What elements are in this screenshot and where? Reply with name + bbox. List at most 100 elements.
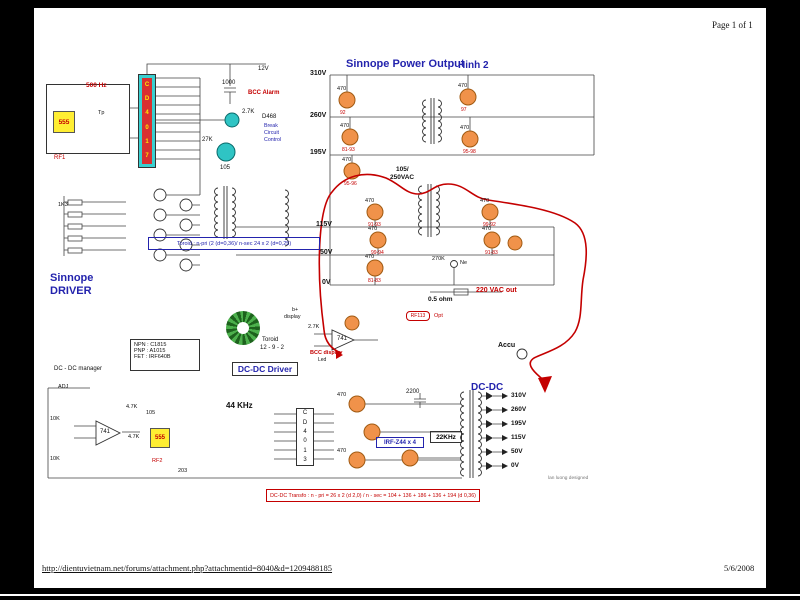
mains-label-1: 105/ [396,166,409,173]
rail-50v: 50V [320,249,333,256]
r470-label: 470 [337,86,347,92]
break-control-transistors [216,112,240,162]
rectifier-diodes [486,392,508,470]
figure-label: Hinh 2 [458,60,489,71]
cd4017-letter: D [144,96,150,103]
mains-label-2: 250VAC [390,174,415,181]
r1k3-label: 1K3 [58,202,68,208]
cd4013-letter: 0 [303,438,307,445]
neon-lamp [450,260,528,360]
cd4017-chip: C D 4 0 1 7 [138,74,156,168]
cd4017-letter: 0 [145,124,149,131]
accu-label: Accu [498,342,516,349]
transfo-note-box: DC-DC Transfo : n - pri = 26 x 2 (d 2,0)… [266,489,480,502]
power-section-title: Sinnope Power Output [346,58,465,70]
rf113-label: RF113 [410,313,426,319]
r4k7-label: 4.7K [128,434,140,440]
bplus-display-1: b+ [292,307,299,313]
toroid-note: Toroid : n-pri (2 (d=0,36)/ n-sec 24 x 2… [176,240,292,247]
out-260v: 260V [511,406,527,413]
oscillator-box [46,84,130,154]
tp-label: Tp [98,110,105,116]
out-195v: 195V [511,420,527,427]
fet-code: 99-92 [483,222,496,228]
rail-0v: 0V [322,279,331,286]
toroid-note-box: Toroid : n-pri (2 (d=0,36)/ n-sec 24 x 2… [148,237,320,250]
led-triangle [336,351,343,359]
driver-title-line1: Sinnope [50,272,94,284]
out-310v: 310V [511,392,527,399]
r10k-label: 10K [50,416,60,422]
note-fet: FET : IRF640B [134,354,171,361]
r4k7-label: 4.7K [126,404,138,410]
neon-resistor-label: 270K [432,256,445,262]
transformer-coils [214,98,482,478]
v12-label: 12V [258,66,269,72]
transfo-note: DC-DC Transfo : n - pri = 26 x 2 (d 2,0)… [270,492,476,499]
r470-label: 470 [480,198,490,204]
out-50v: 50V [511,448,523,455]
fet-code: 91-93 [368,222,381,228]
r2k7-mid-label: 2.7K [308,324,320,330]
vac-out-label: 220 VAC out [476,287,517,294]
rail-310v: 310V [310,70,327,77]
adj-label: ADJ [58,384,69,390]
parts-notes-box: NPN : C1815 PNP : A1015 FET : IRF640B [130,339,200,371]
toroid-image [226,311,260,345]
out-115v: 115V [511,434,526,441]
r470-label: 470 [482,226,492,232]
dcdc-section-title: DC-DC [471,382,504,393]
toroid-word: Toroid [262,337,279,343]
rf2-label: RF2 [152,458,163,464]
led-label: Led [318,357,327,363]
rf113-box: RF113 [406,311,430,321]
timer-555-b-label: 555 [154,435,165,441]
freq-22khz-label: 22KHz [436,433,456,441]
break-label-2: Circuit [264,130,280,136]
opamp-741-label: 741 [100,429,111,435]
r470-label: 470 [365,198,375,204]
cd4013-letter: 3 [303,456,307,463]
opamp-triangles [95,329,356,446]
r470-label: 470 [458,83,468,89]
transistor-circles [153,188,193,272]
shunt-label: 0.5 ohm [428,296,453,303]
r470-label: 470 [337,448,347,454]
cd4013-letter: 1 [303,447,307,454]
rf1-label: RF1 [54,155,66,161]
dc-manager-label: DC - DC manager [54,366,103,372]
page-number: Page 1 of 1 [712,20,753,30]
cd4017-letter: C [144,81,150,88]
c105-label: 105 [146,410,156,416]
fet-code: 95-96 [344,181,357,187]
r470-label: 470 [337,392,347,398]
neon-label: Ne [460,260,468,266]
out-0v: 0V [511,462,519,469]
r27k-label: 27K [202,137,213,143]
fet-code: 91-83 [485,250,498,256]
designer-note: lan luong designed [548,476,589,481]
cap-1000-label: 1000 [222,80,236,86]
rail-195v: 195V [310,149,327,156]
opt-label: Opt [434,313,443,319]
timer-555-a-label: 555 [58,118,70,126]
fet-code: 97 [461,107,467,113]
source-url-link[interactable]: http://dientuvietnam.net/forums/attachme… [42,563,333,573]
r2k7-label: 2.7K [242,109,255,115]
fet-code: 92 [340,110,346,116]
fet-code: 95-98 [463,149,476,155]
dcdc-driver-box: DC-DC Driver [232,362,298,376]
r203-label: 203 [178,468,188,474]
bplus-display-2: display [284,314,301,320]
t105-label: 105 [220,165,231,171]
red-arrow [538,376,552,393]
wires [47,63,595,479]
r10k-label: 10K [50,456,60,462]
cd4013-chip: C D 4 0 1 3 [296,408,314,466]
note-npn: NPN : C1815 [134,342,167,348]
r470-label: 470 [368,226,378,232]
r470-label: 470 [460,125,470,131]
cd4013-letter: 4 [303,428,307,435]
driver-title-line2: DRIVER [50,285,92,297]
